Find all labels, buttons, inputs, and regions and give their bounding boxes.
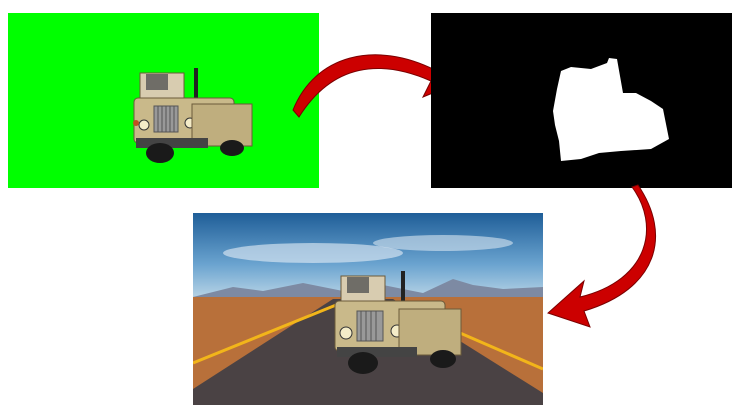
composite-panel [193,213,543,405]
alpha-mask-panel [431,13,732,188]
alpha-mask-image [431,13,732,188]
cloud [223,243,403,263]
green-screen-panel [8,13,319,188]
cloud [373,235,513,251]
green-screen-image [8,13,319,188]
curved-arrow-down-left-icon [540,185,670,335]
composite-image [193,213,543,405]
